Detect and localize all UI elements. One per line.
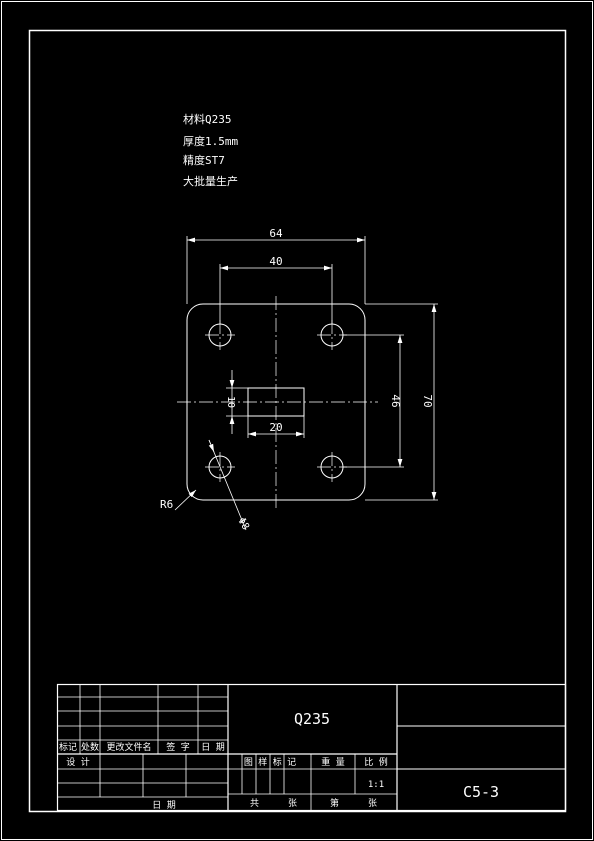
dim-corner-radius: R6: [160, 498, 173, 511]
date-label: 日 期: [152, 800, 175, 811]
dim-overall-width: 64: [269, 227, 283, 240]
title-block: [56, 683, 567, 812]
page-label: 第: [330, 797, 339, 809]
material-name: Q235: [294, 710, 330, 728]
inner-frame: [28, 29, 567, 813]
drawing-number: C5-3: [463, 783, 499, 801]
title-block-text: 标记 处数 更改文件名 签 字 日 期 设 计 日 期 Q235 图 样 标 记…: [59, 710, 499, 811]
rev-header-sign: 签 字: [166, 741, 189, 753]
dim-hole-diameter: Φ8: [235, 516, 251, 532]
weight-label: 重 量: [321, 756, 344, 768]
stage-label: 图 样 标 记: [244, 756, 296, 768]
rev-header-doc: 更改文件名: [106, 741, 151, 753]
dim-overall-height: 70: [421, 394, 434, 407]
total-label: 共: [250, 798, 259, 809]
center-lines: [177, 296, 378, 508]
note-tolerance: 精度ST7: [183, 153, 225, 167]
dim-slot-width: 20: [269, 421, 282, 434]
scale-label: 比 例: [364, 756, 387, 768]
rev-header-date: 日 期: [201, 742, 224, 753]
sheet-label: 张: [288, 798, 297, 809]
note-material: 材料Q235: [183, 112, 232, 126]
part-view: [177, 296, 378, 508]
rev-header-mark: 标记: [59, 741, 77, 753]
rev-header-count: 处数: [81, 741, 99, 753]
dim-hole-spacing-x: 40: [269, 255, 282, 268]
page-sheet-label: 张: [368, 798, 377, 809]
dim-slot-height: 10: [225, 396, 236, 408]
dim-hole-spacing-y: 46: [389, 394, 402, 407]
scale-value: 1:1: [368, 780, 384, 790]
note-thickness: 厚度1.5mm: [183, 134, 238, 148]
technical-notes: 材料Q235 厚度1.5mm 精度ST7 大批量生产: [183, 112, 238, 188]
dimensions: [174, 236, 438, 531]
dimension-labels: 64 40 20 10 46 70 R6 Φ8: [160, 227, 434, 532]
note-production: 大批量生产: [183, 174, 238, 188]
designer-label: 设 计: [66, 756, 89, 768]
